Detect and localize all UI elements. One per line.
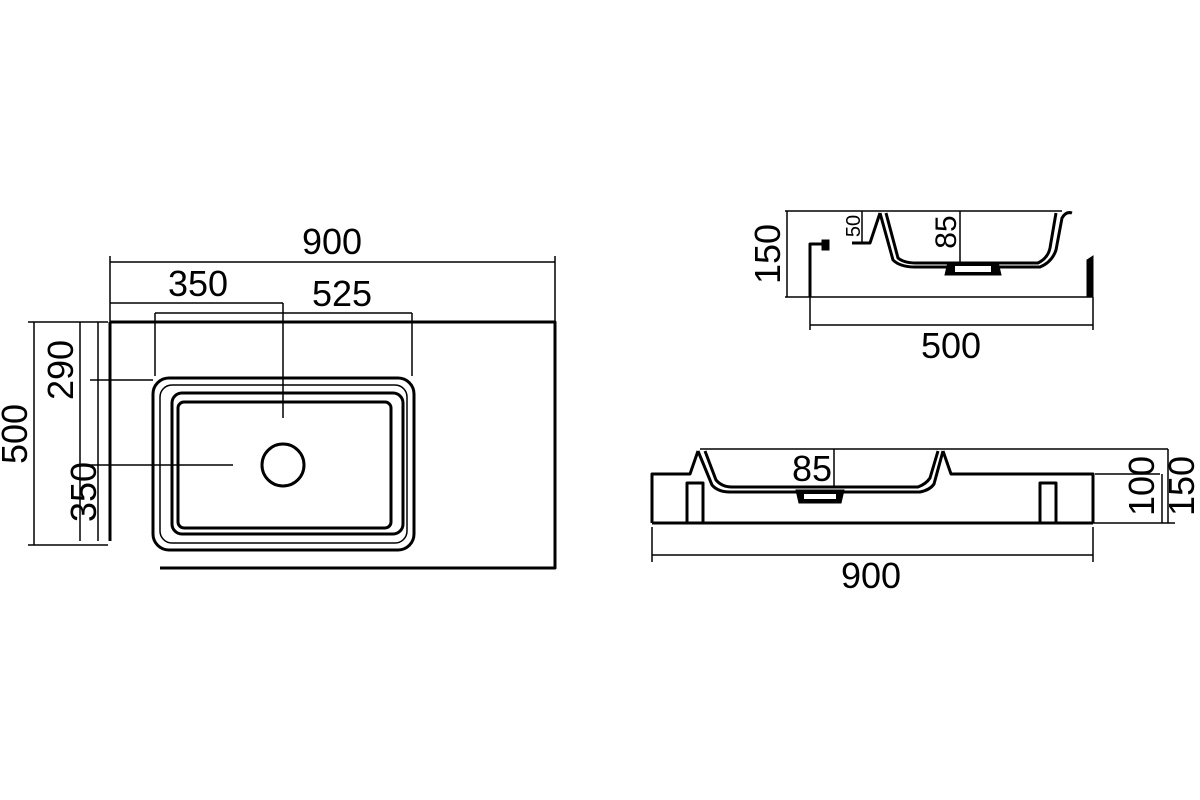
dim-900-label: 900 (302, 221, 362, 262)
front-dim-150-label: 150 (1161, 456, 1200, 516)
side-dim-85-label: 85 (930, 215, 963, 248)
front-left-shelf (650, 450, 700, 523)
basin-bowl-outer (170, 391, 405, 536)
side-bowl-profile (878, 211, 1073, 269)
top-view: 900 350 525 500 290 350 (0, 221, 557, 570)
front-dim-85-label: 85 (792, 448, 832, 489)
dim-500-label: 500 (0, 404, 35, 464)
dim-525-label: 525 (312, 273, 372, 314)
side-dim-500-label: 500 (921, 325, 981, 366)
front-dim-900-label: 900 (841, 555, 901, 596)
drain-hole (260, 442, 306, 488)
front-right-shelf (941, 450, 1095, 523)
front-view: 85 100 150 900 (650, 448, 1200, 596)
side-dim-150-label: 150 (747, 224, 788, 284)
front-left-support (685, 481, 705, 525)
side-view: 150 50 85 500 (747, 210, 1094, 366)
front-right-support (1038, 481, 1058, 525)
front-dim-100-label: 100 (1121, 456, 1162, 516)
dim-290-label: 290 (40, 340, 81, 400)
dim-350-label: 350 (168, 263, 228, 304)
dim-350-vertical-label: 350 (63, 462, 104, 522)
countertop-outline (110, 320, 557, 570)
side-dim-50-label: 50 (843, 215, 865, 237)
